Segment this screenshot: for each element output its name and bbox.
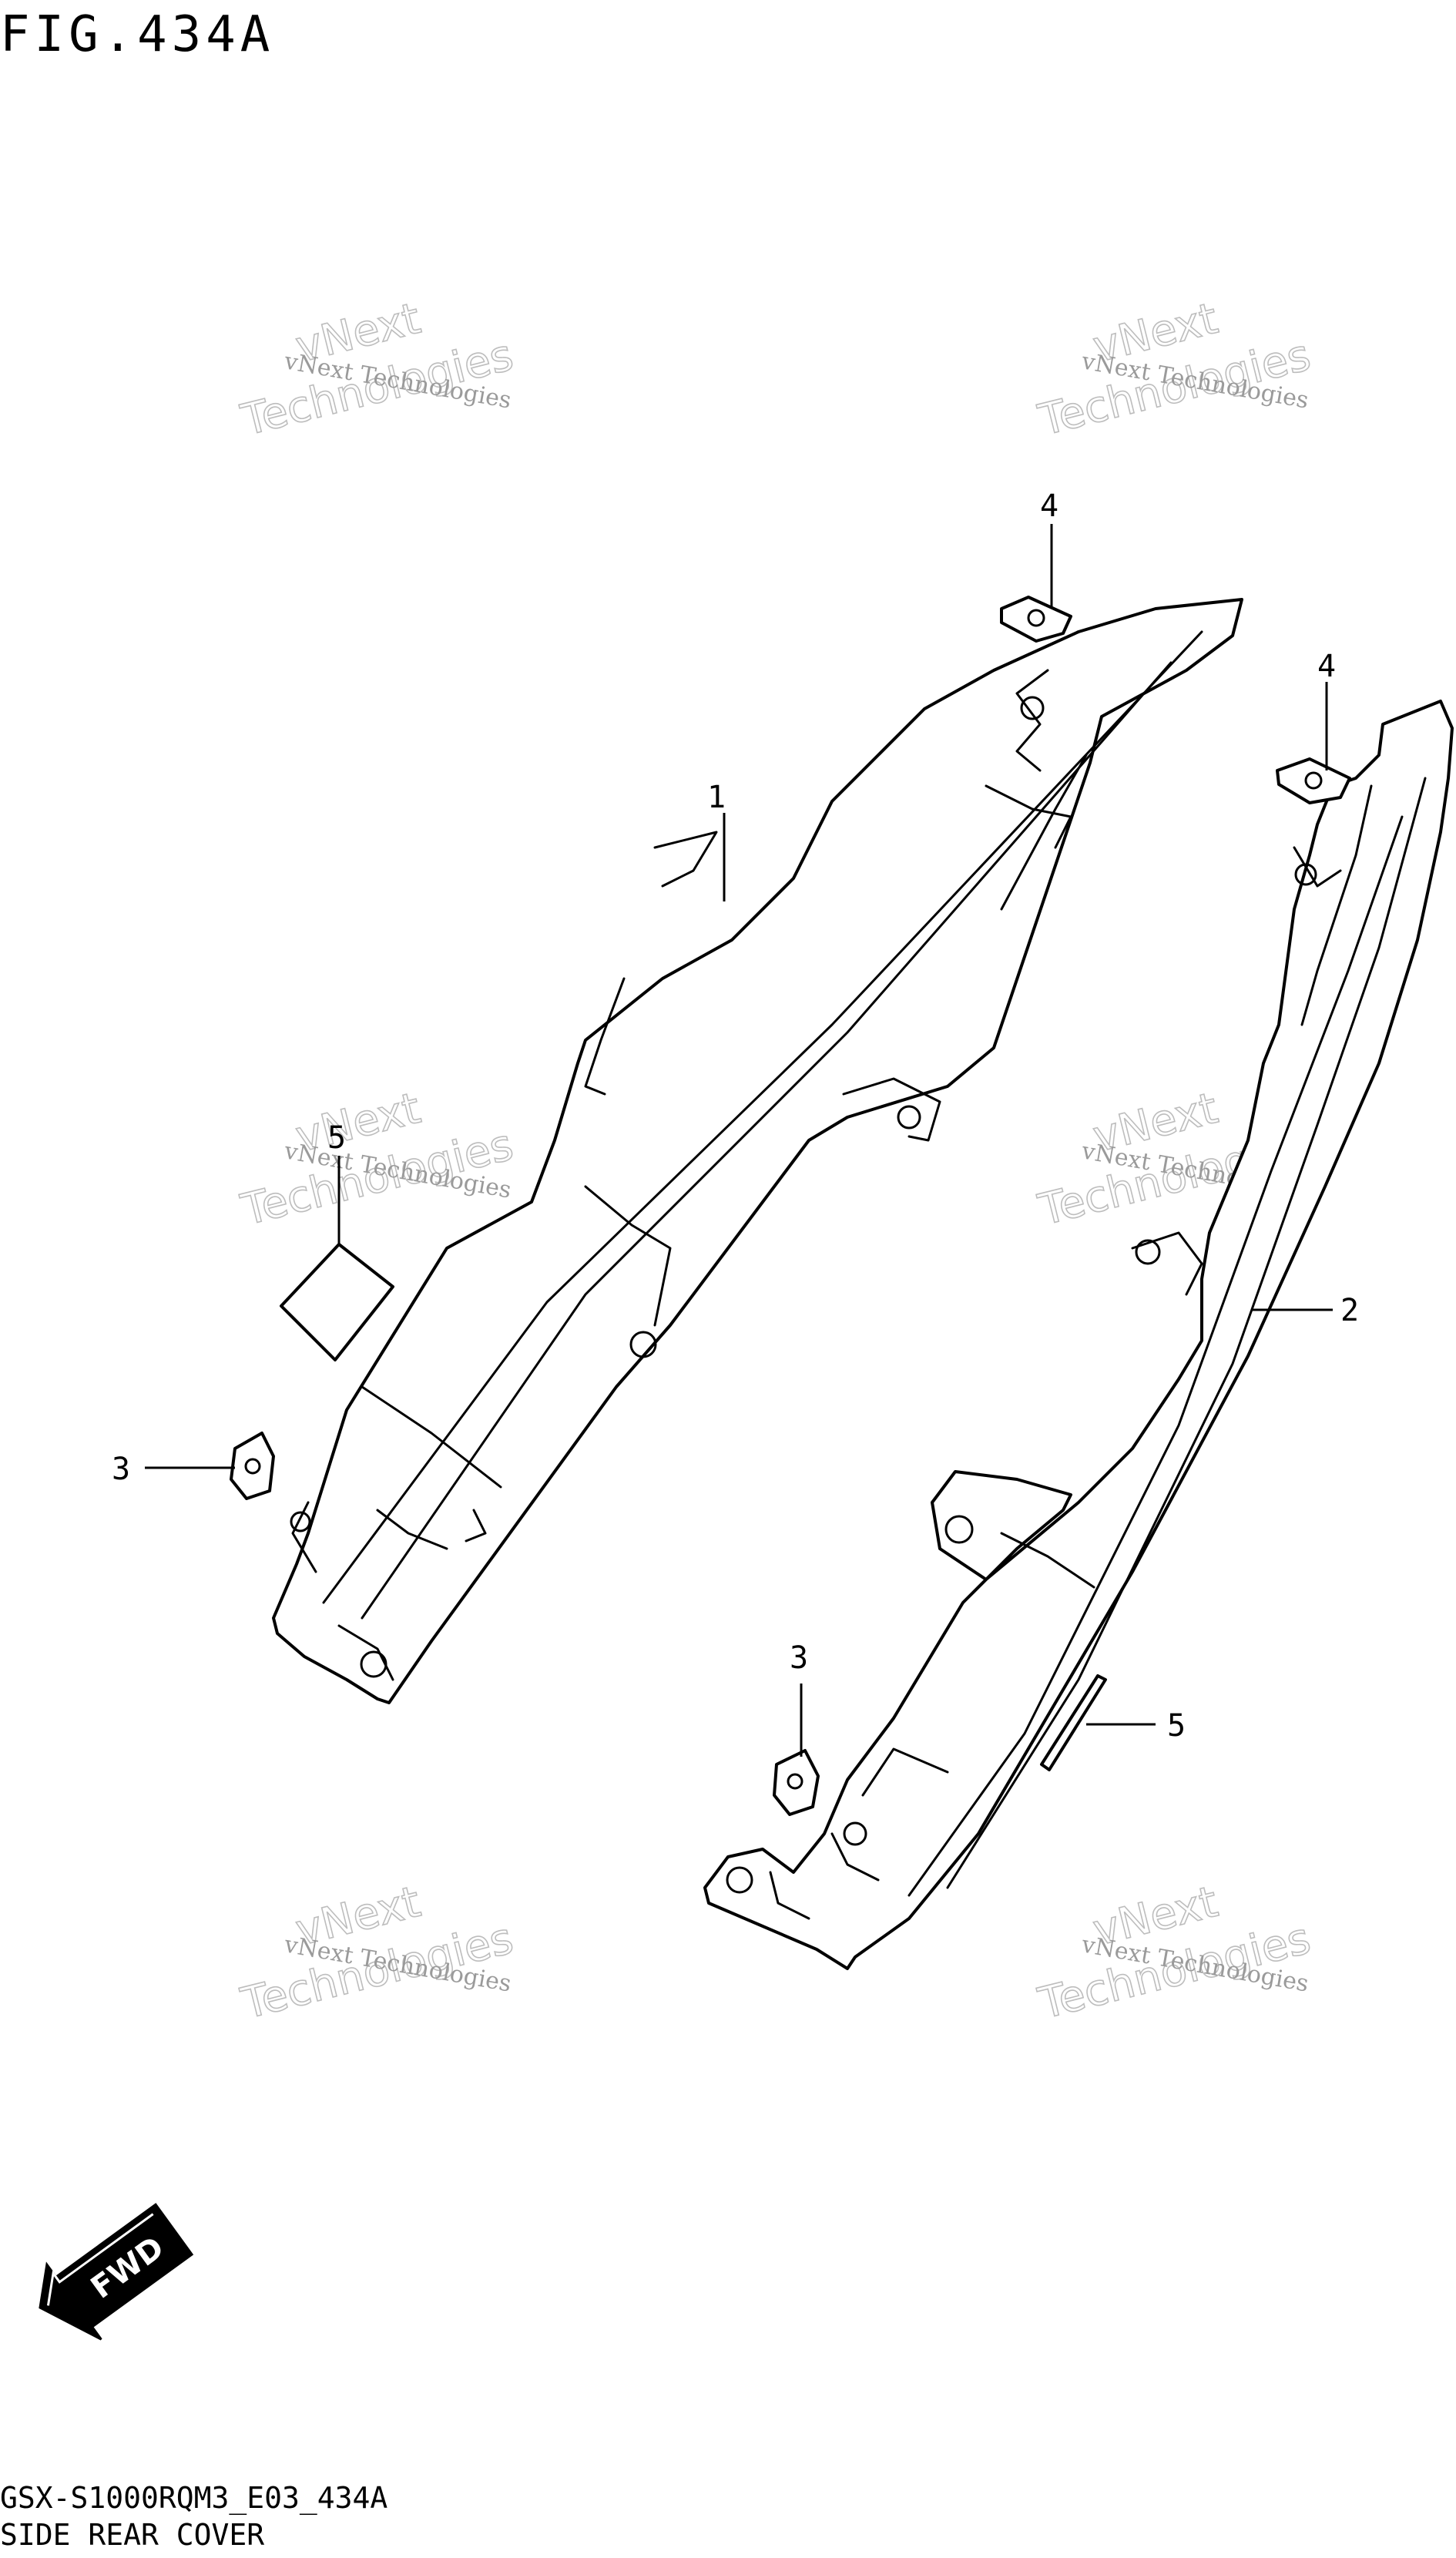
watermark-bottom-left: vNext Technologies vNext Technologies (236, 1876, 518, 2029)
callout-2: 2 (1340, 1293, 1359, 1328)
part-4-clip-nut-right[interactable] (1276, 757, 1351, 804)
watermark-top-right: vNext Technologies vNext Technologies (1033, 293, 1316, 446)
callout-3-left: 3 (112, 1452, 130, 1487)
fwd-arrow-icon: FWD (39, 2203, 194, 2341)
callout-1: 1 (707, 780, 726, 815)
figure-title: FIG.434A (0, 6, 275, 63)
model-code: GSX-S1000RQM3_E03_434A (0, 2481, 388, 2515)
callout-5-left: 5 (327, 1120, 346, 1156)
part-3-clip-left[interactable] (230, 1432, 275, 1500)
watermark-mid-left: vNext Technologies vNext Technologies (236, 1083, 518, 1236)
part-2-right-side-cover[interactable] (703, 700, 1454, 1970)
part-3-clip-right[interactable] (773, 1749, 820, 1816)
callout-3-right: 3 (790, 1640, 808, 1676)
part-4-clip-nut-top[interactable] (1000, 596, 1072, 643)
watermark-top-left: vNext Technologies vNext Technologies (236, 293, 518, 446)
part-group-name: SIDE REAR COVER (0, 2518, 265, 2552)
part-5-cushion-strip-right[interactable] (1040, 1674, 1107, 1771)
part-5-cushion-pad-left[interactable] (280, 1243, 394, 1361)
callout-4-top: 4 (1040, 488, 1058, 524)
callout-5-right: 5 (1167, 1708, 1186, 1744)
watermark-bottom-right: vNext Technologies vNext Technologies (1033, 1876, 1316, 2029)
part-1-left-side-cover[interactable] (272, 598, 1243, 1704)
callout-4-right: 4 (1317, 649, 1336, 684)
